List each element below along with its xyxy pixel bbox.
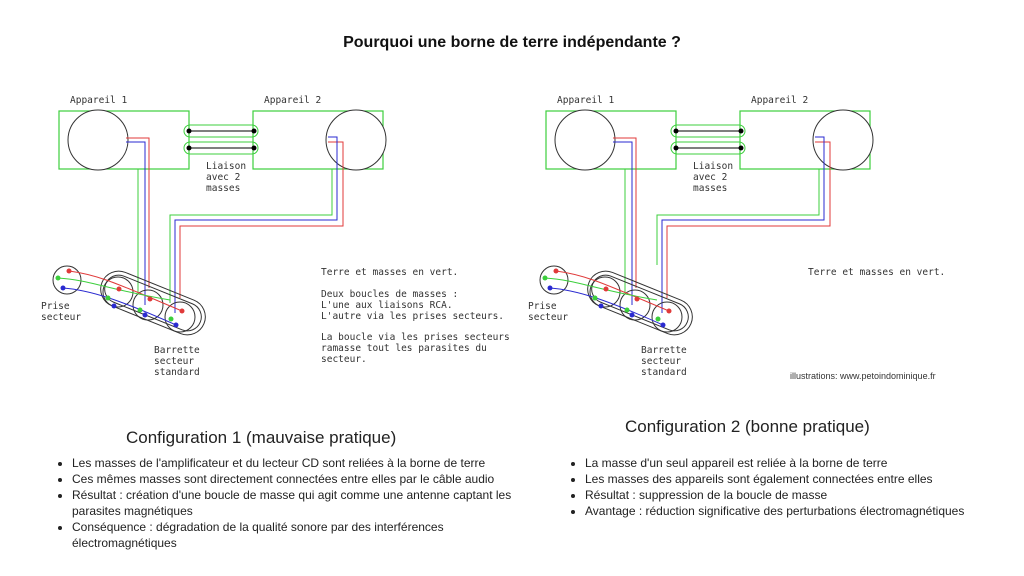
list-item: Les masses des appareils sont également …: [585, 471, 1024, 487]
diagram-config-1: Appareil 1 Appareil 2 Liaison avec 2 mas…: [30, 85, 510, 385]
label-prise: Prise secteur: [41, 301, 82, 323]
terminal-dot: [655, 316, 661, 322]
label-prise: Prise secteur: [528, 301, 569, 323]
barrette-socket: [589, 276, 621, 308]
page-title: Pourquoi une borne de terre indépendante…: [343, 34, 681, 51]
wire-phase-2: [666, 141, 831, 298]
wire-neutral-1: [613, 141, 633, 305]
wire-neutral-2: [661, 136, 825, 313]
wire-phase-2: [179, 141, 344, 298]
label-appareil-1: Appareil 1: [70, 95, 128, 106]
terminal-dot: [553, 268, 559, 274]
wire-ground-2: [656, 169, 820, 265]
wiring-diagram: [52, 109, 387, 336]
terminal-dot: [116, 286, 122, 292]
appareil-1-box: [58, 110, 190, 170]
terminal-dot: [55, 275, 61, 281]
terminal-dot: [105, 295, 111, 301]
label-liaison: Liaison avec 2 masses: [693, 161, 734, 194]
note-terre: Terre et masses en vert.: [321, 267, 459, 278]
appareil-1-circle: [554, 109, 616, 171]
terminal-dot: [111, 303, 117, 309]
wire-neutral-1: [126, 141, 146, 305]
list-item: Résultat : suppression de la boucle de m…: [585, 487, 1024, 503]
mains-ground: [57, 277, 171, 301]
terminal-dot: [142, 312, 148, 318]
appareil-1-box: [545, 110, 677, 170]
terminal-dot: [60, 285, 66, 291]
terminal-dot: [66, 268, 72, 274]
wire-neutral-2: [174, 136, 338, 313]
label-barrette: Barrette secteur standard: [154, 345, 200, 378]
terminal-dot: [598, 303, 604, 309]
terminal-dot: [137, 307, 143, 313]
label-liaison: Liaison avec 2 masses: [206, 161, 247, 194]
rca-connector: [738, 128, 744, 134]
terminal-dot: [173, 322, 179, 328]
mains-ground: [544, 277, 658, 301]
config-1-list: Les masses de l'amplificateur et du lect…: [58, 455, 542, 551]
rca-connector: [251, 128, 257, 134]
terminal-dot: [592, 295, 598, 301]
diagram-config-2: Appareil 1 Appareil 2 Liaison avec 2 mas…: [517, 85, 997, 385]
wiring-diagram: [539, 109, 874, 336]
appareil-2-circle: [325, 109, 387, 171]
barrette-socket: [619, 289, 651, 321]
terminal-dot: [629, 312, 635, 318]
note-terre: Terre et masses en vert.: [808, 267, 946, 278]
barrette-inner: [591, 274, 689, 332]
config-2-list: La masse d'un seul appareil est reliée à…: [571, 455, 1024, 519]
note-boucles: Deux boucles de masses : L'une aux liais…: [321, 289, 505, 322]
config-2-heading: Configuration 2 (bonne pratique): [625, 417, 870, 436]
appareil-2-circle: [812, 109, 874, 171]
mains-phase: [555, 270, 670, 312]
terminal-dot: [624, 307, 630, 313]
label-appareil-2: Appareil 2: [751, 95, 809, 106]
barrette-socket: [651, 301, 683, 333]
terminal-dot: [168, 316, 174, 322]
terminal-dot: [666, 308, 672, 314]
rca-connector: [251, 145, 257, 151]
rca-connector: [186, 128, 192, 134]
terminal-dot: [634, 296, 640, 302]
wire-ground-2: [169, 169, 333, 303]
note-parasites: La boucle via les prises secteurs ramass…: [321, 332, 510, 365]
terminal-dot: [147, 296, 153, 302]
terminal-dot: [179, 308, 185, 314]
rca-shield: [183, 124, 259, 138]
terminal-dot: [660, 322, 666, 328]
barrette-socket: [164, 301, 196, 333]
terminal-dot: [547, 285, 553, 291]
wire-phase-1: [126, 137, 150, 288]
label-appareil-2: Appareil 2: [264, 95, 322, 106]
config-1-heading: Configuration 1 (mauvaise pratique): [126, 428, 397, 447]
list-item: La masse d'un seul appareil est reliée à…: [585, 455, 1024, 471]
prise-secteur: [52, 265, 82, 295]
barrette-socket: [132, 289, 164, 321]
list-item: Conséquence : dégradation de la qualité …: [72, 519, 542, 551]
barrette-inner: [104, 274, 202, 332]
barrette-socket: [102, 276, 134, 308]
rca-shield: [670, 124, 746, 138]
rca-connector: [738, 145, 744, 151]
rca-connector: [673, 145, 679, 151]
wire-phase-1: [613, 137, 637, 288]
rca-connector: [186, 145, 192, 151]
list-item: Résultat : création d'une boucle de mass…: [72, 487, 542, 519]
rca-shield: [670, 141, 746, 155]
rca-connector: [673, 128, 679, 134]
rca-shield: [183, 141, 259, 155]
appareil-1-circle: [67, 109, 129, 171]
mains-phase: [68, 270, 183, 312]
illustration-credit: illustrations: www.petoindominique.fr: [790, 371, 936, 381]
terminal-dot: [542, 275, 548, 281]
label-appareil-1: Appareil 1: [557, 95, 615, 106]
label-barrette: Barrette secteur standard: [641, 345, 687, 378]
list-item: Ces mêmes masses sont directement connec…: [72, 471, 542, 487]
terminal-dot: [603, 286, 609, 292]
list-item: Les masses de l'amplificateur et du lect…: [72, 455, 542, 471]
prise-secteur: [539, 265, 569, 295]
list-item: Avantage : réduction significative des p…: [585, 503, 1024, 519]
